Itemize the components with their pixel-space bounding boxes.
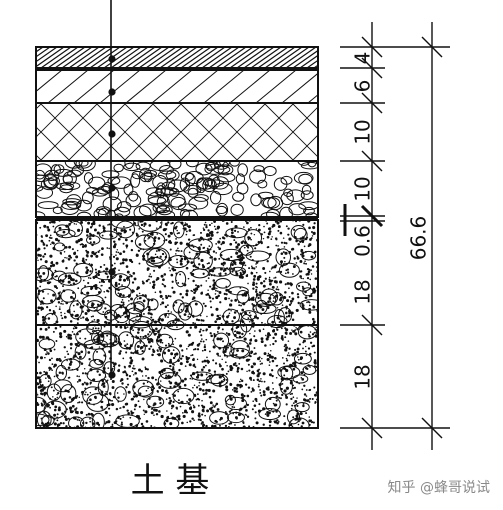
layer-4-gravel: [35, 160, 319, 218]
dim-layer-6: 18: [351, 279, 375, 304]
layer-2-binder: [35, 69, 319, 104]
dim-layer-5: 0.6: [351, 225, 375, 257]
dim-layer-7: 18: [351, 364, 375, 389]
dimension-lines: [340, 22, 450, 450]
dimension-labels: 4 6 10 10 0.6 18 18 66.6: [351, 52, 431, 390]
dim-layer-4: 10: [351, 176, 375, 201]
dim-layer-1: 4: [351, 52, 375, 65]
subgrade-label: 土 基: [131, 461, 210, 501]
watermark: 知乎 @蜂哥说试: [388, 479, 490, 496]
layer-5-membrane: [36, 216, 318, 221]
layer-1-surface: [35, 46, 319, 69]
center-axis: [108, 0, 116, 380]
dim-layer-2: 6: [351, 80, 375, 93]
dim-layer-3: 10: [351, 119, 375, 144]
layer-6-7-subbase: [35, 219, 319, 429]
dim-total: 66.6: [407, 216, 431, 261]
